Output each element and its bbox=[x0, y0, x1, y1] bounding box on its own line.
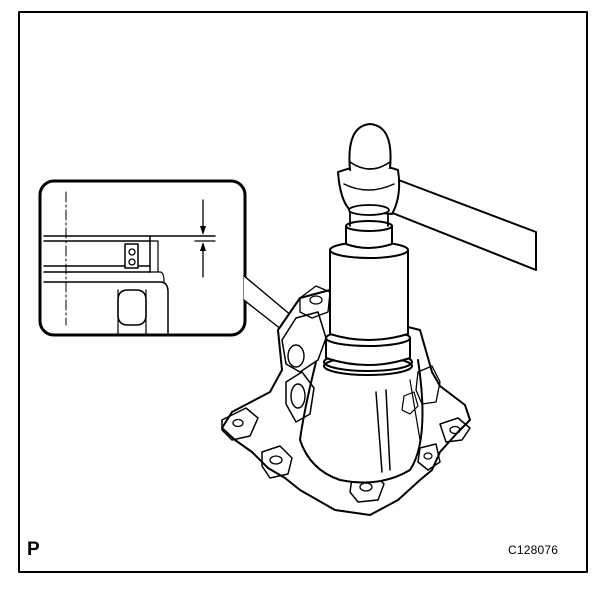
seal-installer-tool bbox=[323, 209, 413, 376]
outer-border bbox=[18, 11, 588, 573]
figure-code-label: C128076 bbox=[508, 543, 559, 557]
inset-detail bbox=[38, 179, 247, 337]
hammer bbox=[337, 123, 537, 271]
view-marker-label: P bbox=[27, 539, 40, 560]
